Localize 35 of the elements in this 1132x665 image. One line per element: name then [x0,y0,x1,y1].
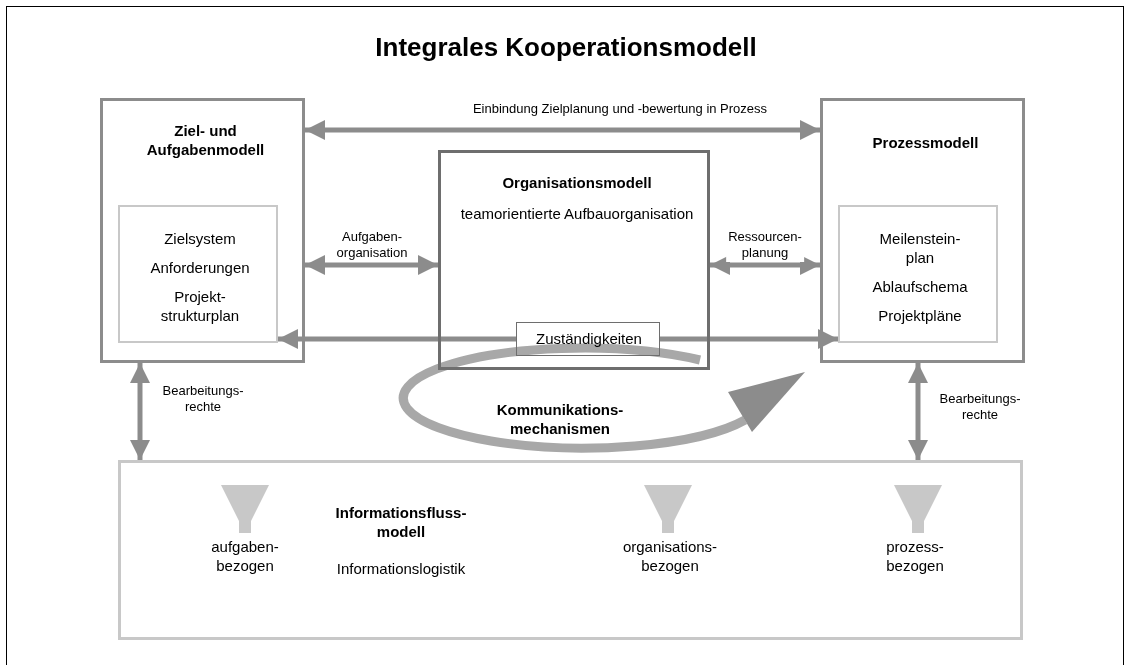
content-box [516,322,660,356]
arrow [710,255,820,275]
box-text: Meilenstein- plan [879,229,961,267]
arrow [644,485,692,533]
model-box [820,98,1025,363]
arrow [894,485,942,533]
diagram-label: Kommunikations- mechanismen [495,400,625,438]
diagram-title: Integrales Kooperationsmodell [374,32,758,63]
content-box [118,205,278,343]
box-heading: Informationsfluss- modell [335,503,467,541]
arrow [130,363,150,460]
box-text: prozess- bezogen [886,537,944,575]
box-heading: Ziel- und Aufgabenmodell [145,121,266,159]
arrow [908,363,928,460]
box-text: Projekt- strukturplan [160,287,240,325]
arrow [305,255,438,275]
box-text: teamorientierte Aufbauorganisation [460,204,694,223]
box-heading: Prozessmodell [872,133,979,152]
content-box [838,205,998,343]
box-text: Zuständigkeiten [536,329,642,348]
arrow [660,329,838,349]
box-text: Anforderungen [150,258,250,277]
model-box [118,460,1023,640]
arrow [221,485,269,533]
arrow [305,120,820,140]
model-box [100,98,305,363]
model-box [438,150,710,370]
arrow [278,329,516,349]
box-text: organisations- bezogen [622,537,718,575]
box-text: Zielsystem [164,229,236,248]
box-text: Informationslogistik [336,559,466,578]
box-text: aufgaben- bezogen [211,537,279,575]
box-text: Ablaufschema [872,277,968,296]
box-heading: Organisationsmodell [502,173,652,192]
box-text: Projektpläne [878,306,962,325]
